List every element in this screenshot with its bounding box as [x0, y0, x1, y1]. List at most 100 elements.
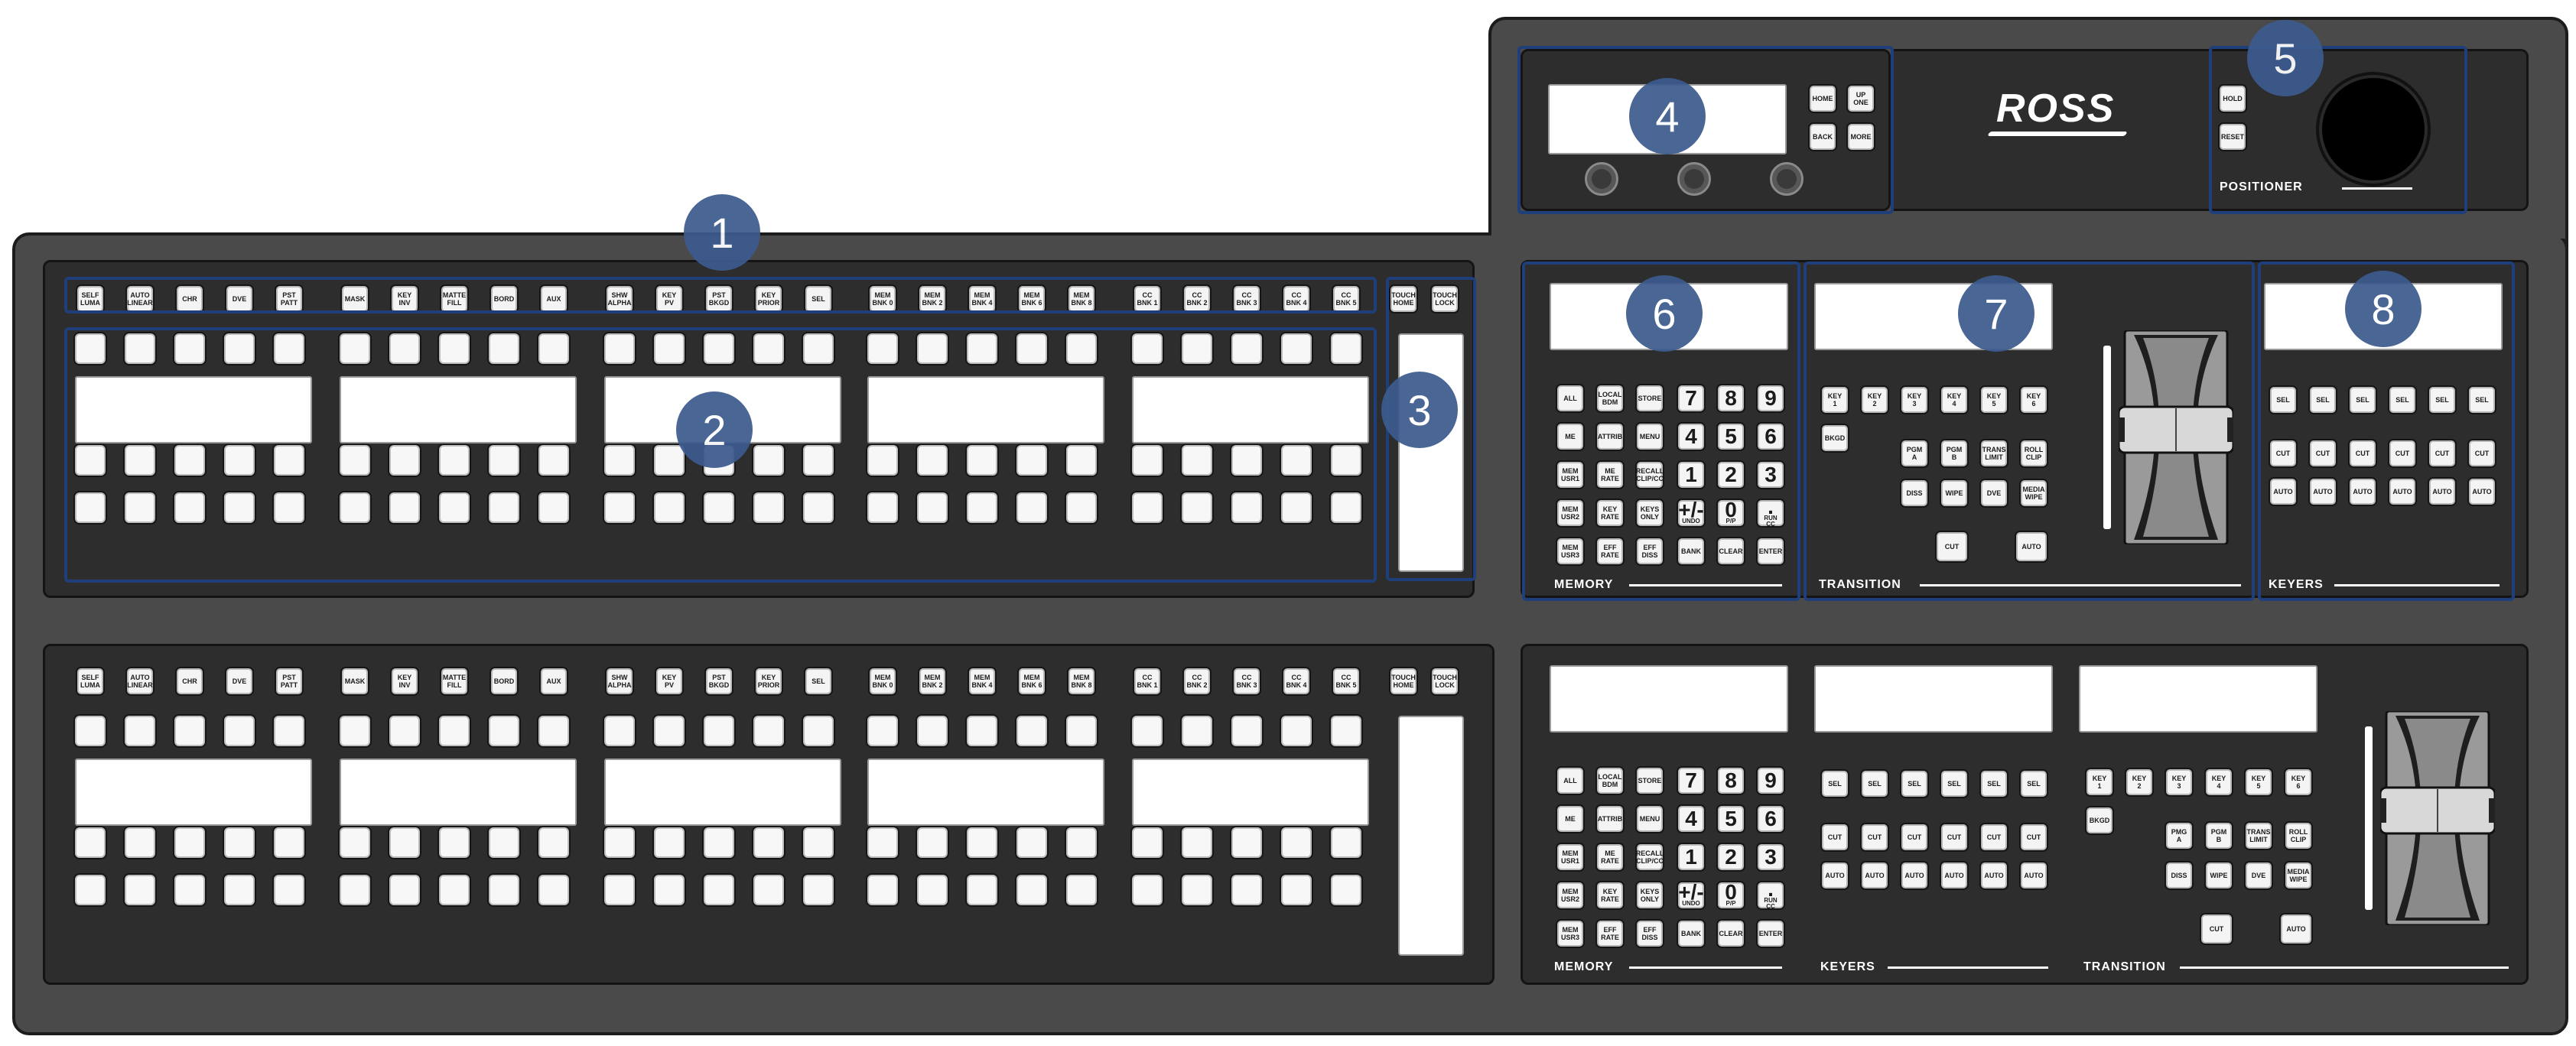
lower-source-row-a-button[interactable]	[704, 716, 734, 746]
lower-memory-mem-usr1-button[interactable]: MEM USR1	[1557, 844, 1583, 870]
upper-func-mem-bnk-4[interactable]: MEM BNK 4	[969, 286, 995, 312]
upper-source-row-c-button[interactable]	[1132, 492, 1163, 523]
lower-func-cc-bnk-3[interactable]: CC BNK 3	[1234, 668, 1260, 694]
lower-source-row-c-button[interactable]	[1182, 875, 1212, 905]
lower-keyer-sel-button[interactable]: SEL	[1981, 771, 2007, 797]
lower-memory-me-button[interactable]: ME	[1557, 806, 1583, 832]
upper-tbar-fader[interactable]	[2117, 329, 2235, 546]
upper-func-mask[interactable]: MASK	[342, 286, 368, 312]
lower-source-row-a-button[interactable]	[538, 716, 569, 746]
lower-func-mask[interactable]: MASK	[342, 668, 368, 694]
upper-keyer-cut-button[interactable]: CUT	[2469, 440, 2495, 466]
lower-transition-trans-limit-button[interactable]: TRANS LIMIT	[2246, 823, 2272, 849]
upper-memory-all-button[interactable]: ALL	[1557, 385, 1583, 411]
upper-func-mem-bnk-8[interactable]: MEM BNK 8	[1068, 286, 1094, 312]
menu-encoder-knob[interactable]	[1585, 162, 1618, 196]
upper-keyer-sel-button[interactable]: SEL	[2310, 387, 2336, 413]
upper-source-row-b-button[interactable]	[1066, 445, 1097, 476]
lower-transition-dve-button[interactable]: DVE	[2246, 862, 2272, 888]
lower-source-row-c-button[interactable]	[1066, 875, 1097, 905]
lower-source-row-a-button[interactable]	[125, 716, 155, 746]
upper-memory-local-bdm-button[interactable]: LOCAL BDM	[1597, 385, 1623, 411]
upper-source-row-c-button[interactable]	[340, 492, 370, 523]
lower-memory-recall-clip-cc-button[interactable]: RECALL CLIP/CC	[1636, 844, 1664, 870]
upper-source-row-b-button[interactable]	[604, 445, 635, 476]
lower-func-mem-bnk-4[interactable]: MEM BNK 4	[969, 668, 995, 694]
upper-source-row-c-button[interactable]	[1281, 492, 1312, 523]
lower-func-key-inv[interactable]: KEY INV	[392, 668, 418, 694]
upper-memory-keys-only-button[interactable]: KEYS ONLY	[1637, 500, 1663, 526]
lower-source-row-b-button[interactable]	[538, 827, 569, 858]
lower-keyer-cut-button[interactable]: CUT	[2021, 824, 2047, 850]
lower-memory-keys-only-button[interactable]: KEYS ONLY	[1637, 882, 1663, 908]
upper-memory-me-rate-button[interactable]: ME RATE	[1597, 462, 1623, 488]
upper-memory-attrib-button[interactable]: ATTRIB	[1597, 424, 1623, 450]
lower-keyer-sel-button[interactable]: SEL	[1822, 771, 1848, 797]
lower-source-row-b-button[interactable]	[439, 827, 470, 858]
upper-transition-key-1-button[interactable]: KEY 1	[1822, 387, 1848, 413]
upper-func-shw-alpha[interactable]: SHW ALPHA	[607, 286, 633, 312]
upper-keyer-sel-button[interactable]: SEL	[2389, 387, 2415, 413]
lower-source-row-b-button[interactable]	[1182, 827, 1212, 858]
lower-transition-pmg-a-button[interactable]: PMG A	[2166, 823, 2192, 849]
lower-memory-menu-button[interactable]: MENU	[1637, 806, 1663, 832]
upper-func-matte-fill[interactable]: MATTE FILL	[441, 286, 467, 312]
upper-source-row-b-button[interactable]	[753, 445, 784, 476]
lower-func-pst-patt[interactable]: PST PATT	[276, 668, 302, 694]
lower-source-row-a-button[interactable]	[489, 716, 519, 746]
upper-source-row-a-button[interactable]	[867, 333, 898, 364]
lower-memory--button[interactable]: .RUN CC	[1758, 879, 1784, 910]
lower-transition-key-3-button[interactable]: KEY 3	[2166, 769, 2192, 795]
upper-memory-4-button[interactable]: 4	[1678, 424, 1704, 450]
upper-source-row-b-button[interactable]	[389, 445, 420, 476]
upper-memory-menu-button[interactable]: MENU	[1637, 424, 1663, 450]
lower-source-row-a-button[interactable]	[753, 716, 784, 746]
upper-source-row-a-button[interactable]	[917, 333, 948, 364]
lower-memory--button[interactable]: +/-UNDO	[1678, 880, 1704, 908]
upper-touch-lock[interactable]: TOUCH LOCK	[1432, 286, 1458, 312]
upper-source-row-b-button[interactable]	[803, 445, 834, 476]
lower-transition-diss-button[interactable]: DISS	[2166, 862, 2192, 888]
upper-source-row-c-button[interactable]	[389, 492, 420, 523]
lower-keyer-auto-button[interactable]: AUTO	[1862, 862, 1888, 888]
upper-source-row-a-button[interactable]	[967, 333, 997, 364]
upper-source-row-c-button[interactable]	[224, 492, 255, 523]
lower-source-row-b-button[interactable]	[753, 827, 784, 858]
lower-source-row-a-button[interactable]	[654, 716, 685, 746]
lower-func-key-prior[interactable]: KEY PRIOR	[756, 668, 782, 694]
upper-memory-eff-rate-button[interactable]: EFF RATE	[1597, 538, 1623, 564]
upper-func-auto-linear[interactable]: AUTO LINEAR	[127, 286, 153, 312]
lower-source-row-c-button[interactable]	[1132, 875, 1163, 905]
upper-source-row-a-button[interactable]	[75, 333, 106, 364]
lower-source-row-c-button[interactable]	[538, 875, 569, 905]
upper-keyer-auto-button[interactable]: AUTO	[2389, 479, 2415, 505]
lower-keyer-sel-button[interactable]: SEL	[1862, 771, 1888, 797]
upper-source-row-a-button[interactable]	[538, 333, 569, 364]
lower-memory-6-button[interactable]: 6	[1758, 806, 1784, 832]
lower-source-row-b-button[interactable]	[654, 827, 685, 858]
upper-source-row-b-button[interactable]	[1281, 445, 1312, 476]
upper-transition-wipe-button[interactable]: WIPE	[1941, 480, 1967, 506]
lower-func-shw-alpha[interactable]: SHW ALPHA	[607, 668, 633, 694]
upper-source-row-b-button[interactable]	[917, 445, 948, 476]
lower-memory-key-rate-button[interactable]: KEY RATE	[1597, 882, 1623, 908]
upper-keyer-cut-button[interactable]: CUT	[2350, 440, 2376, 466]
upper-source-row-b-button[interactable]	[174, 445, 205, 476]
upper-memory--button[interactable]: +/-UNDO	[1678, 498, 1704, 526]
upper-source-row-b-button[interactable]	[274, 445, 304, 476]
positioner-joystick[interactable]	[2319, 75, 2428, 184]
upper-source-row-a-button[interactable]	[125, 333, 155, 364]
lower-source-row-b-button[interactable]	[1231, 827, 1262, 858]
lower-memory-8-button[interactable]: 8	[1718, 768, 1744, 794]
upper-keyer-auto-button[interactable]: AUTO	[2350, 479, 2376, 505]
lower-memory-5-button[interactable]: 5	[1718, 806, 1744, 832]
upper-func-key-inv[interactable]: KEY INV	[392, 286, 418, 312]
lower-transition-auto-button[interactable]: AUTO	[2281, 914, 2311, 944]
lower-memory-all-button[interactable]: ALL	[1557, 768, 1583, 794]
upper-source-row-a-button[interactable]	[174, 333, 205, 364]
upper-source-row-b-button[interactable]	[538, 445, 569, 476]
lower-source-row-c-button[interactable]	[1231, 875, 1262, 905]
lower-keyer-sel-button[interactable]: SEL	[1901, 771, 1927, 797]
upper-transition-roll-clip-button[interactable]: ROLL CLIP	[2021, 440, 2047, 466]
upper-source-row-c-button[interactable]	[867, 492, 898, 523]
